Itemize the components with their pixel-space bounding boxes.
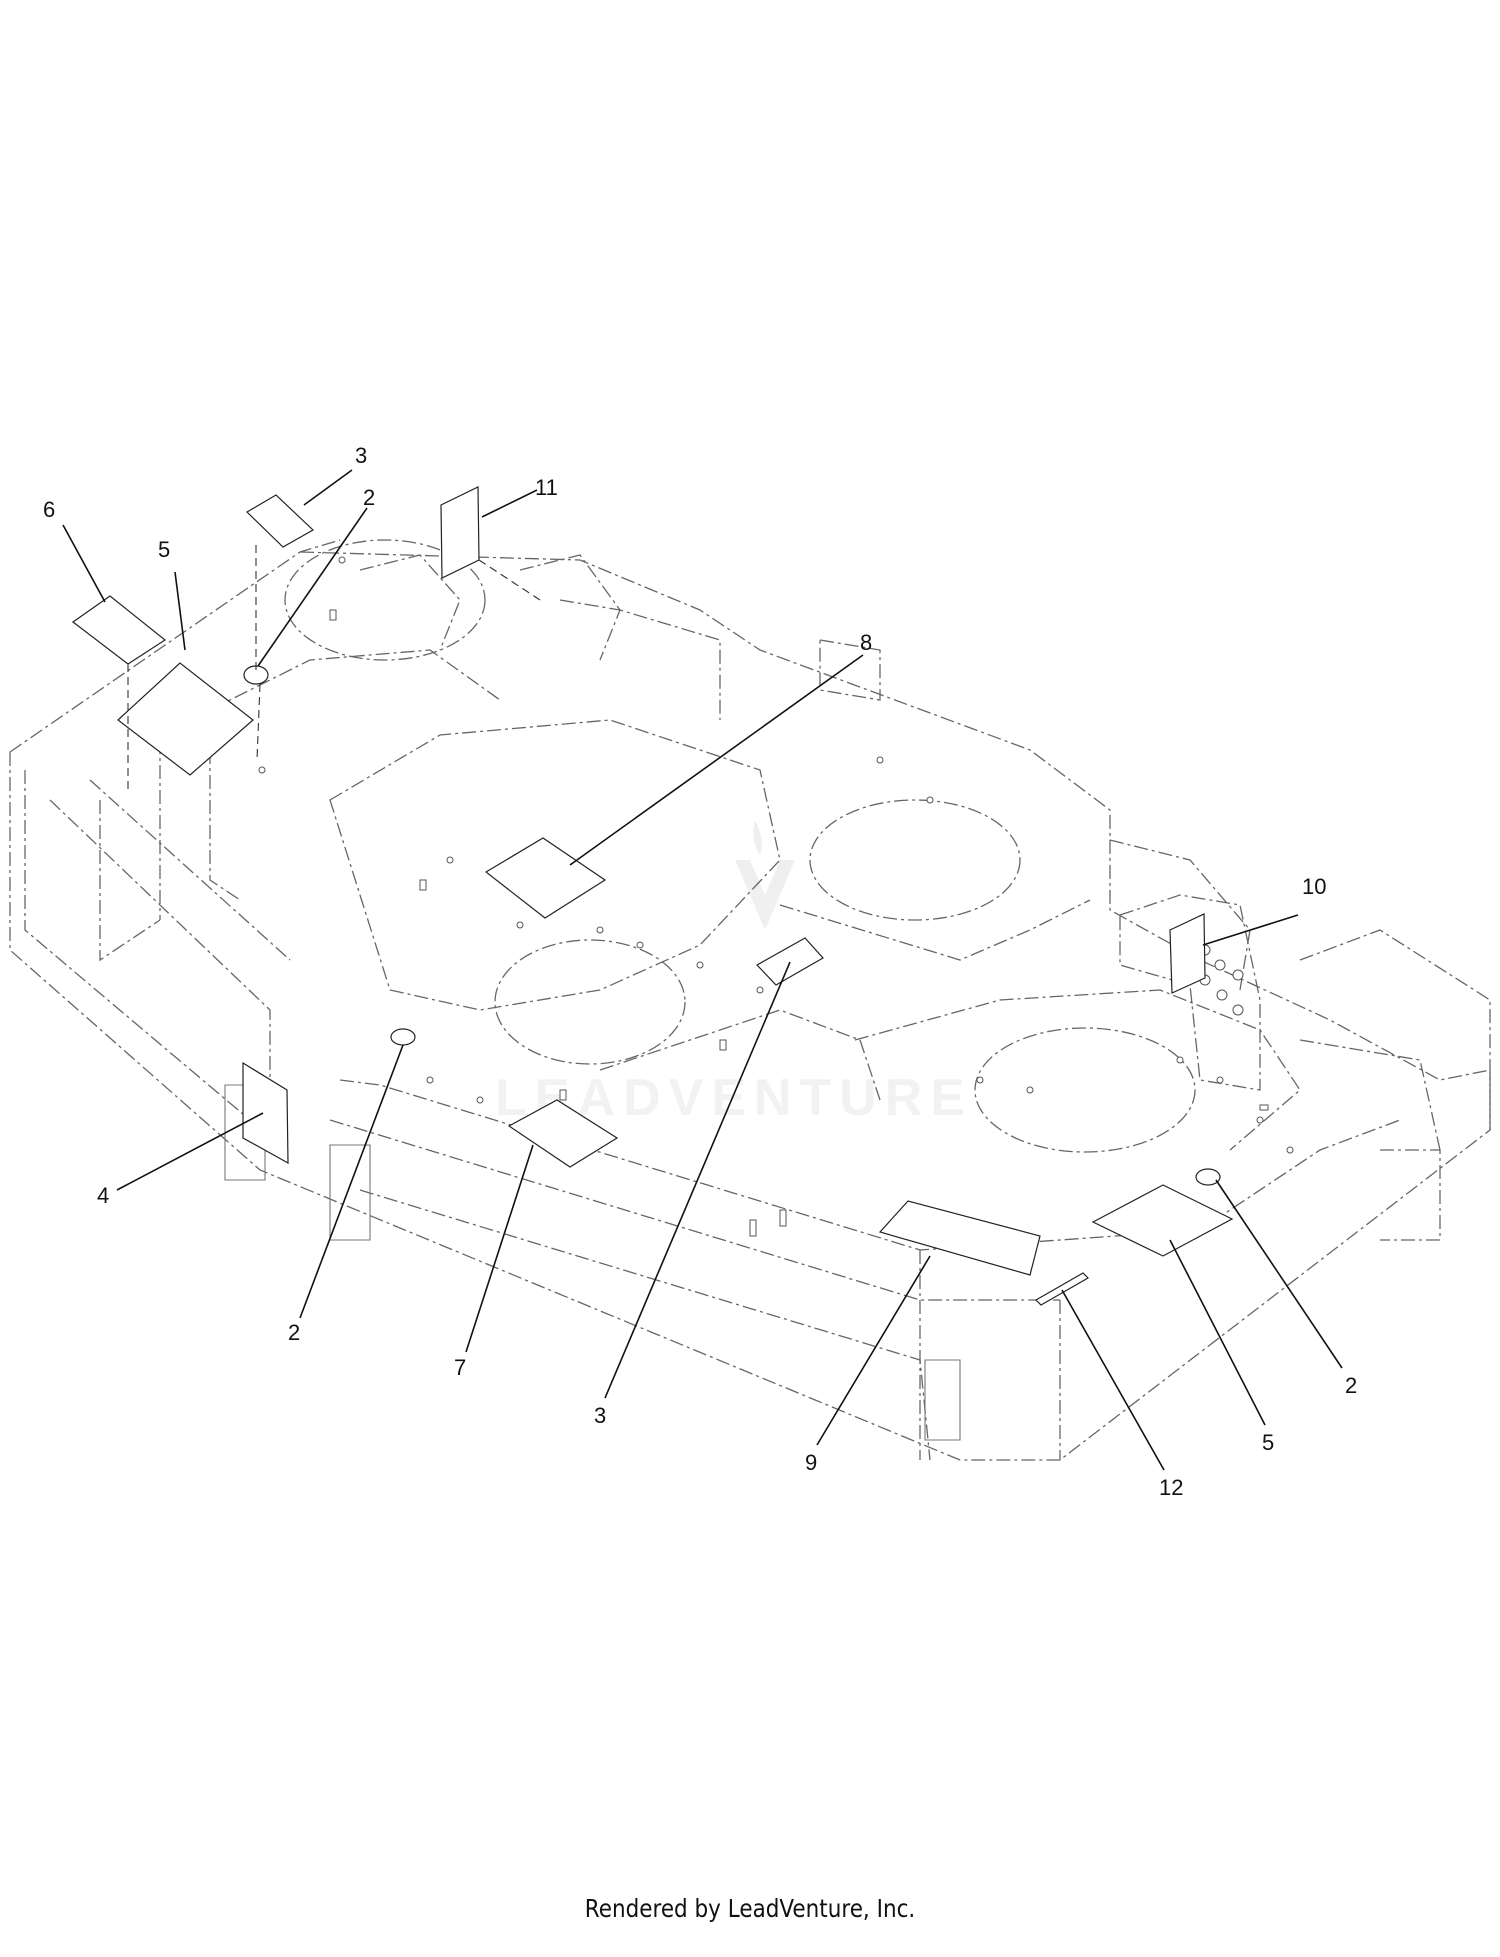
callout-2-right: 2 <box>1345 1373 1357 1398</box>
projection-line-2 <box>256 683 261 761</box>
callout-8: 8 <box>860 630 872 655</box>
projection-line-11 <box>478 559 541 601</box>
callout-4: 4 <box>97 1183 109 1208</box>
callout-11: 11 <box>535 475 558 500</box>
part-9-decal <box>878 1200 1041 1276</box>
part-5-decal-bottom <box>1091 1184 1234 1257</box>
leader-lines <box>62 469 1343 1471</box>
part-2-ring-right <box>1195 1168 1221 1186</box>
callout-9: 9 <box>805 1450 817 1475</box>
callout-12: 12 <box>1159 1475 1183 1500</box>
callout-7: 7 <box>454 1355 466 1380</box>
footer-credit: Rendered by LeadVenture, Inc. <box>584 1894 916 1923</box>
part-11-decal <box>440 486 480 579</box>
part-12-decal <box>1035 1272 1089 1306</box>
mower-deck <box>9 539 1491 1461</box>
callout-2-middle: 2 <box>288 1320 300 1345</box>
callout-5-bottom: 5 <box>1262 1430 1274 1455</box>
callout-3-middle: 3 <box>594 1403 606 1428</box>
callout-2-top: 2 <box>363 485 375 510</box>
part-4-decal <box>242 1061 289 1165</box>
part-2-ring-middle <box>390 1028 416 1046</box>
callout-6: 6 <box>43 497 55 522</box>
callout-5-top: 5 <box>158 537 170 562</box>
watermark-logo: LEADVENTURE <box>495 820 965 1127</box>
part-5-decal-top <box>117 662 254 776</box>
part-3-decal-middle <box>756 937 824 986</box>
callout-labels: 6 5 3 2 11 8 10 4 2 7 3 9 12 5 2 <box>43 443 1357 1500</box>
part-3-decal-top <box>246 494 315 548</box>
part-7-decal <box>507 1099 619 1168</box>
part-6-decal <box>71 595 167 665</box>
part-8-decal <box>484 837 607 919</box>
callout-3-top: 3 <box>355 443 367 468</box>
callout-10: 10 <box>1302 874 1326 899</box>
part-10-decal <box>1169 913 1206 994</box>
